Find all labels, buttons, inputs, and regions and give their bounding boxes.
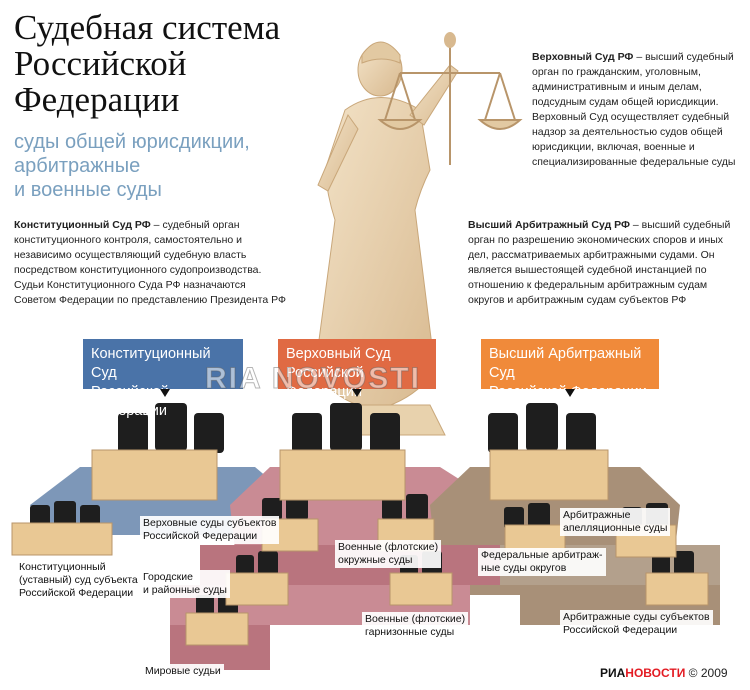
label-federal-arbitration-courts: Федеральные арбитраж- ные суды округов: [478, 548, 606, 576]
arbitration-court-term: Высший Арбитражный Суд РФ: [468, 219, 630, 231]
page-subtitle: суды общей юрисдикции, арбитражные и вое…: [14, 131, 250, 201]
label-military-garrison-courts: Военные (флотские) гарнизонные суды: [362, 612, 469, 640]
credit: РИАНОВОСТИ © 2009: [600, 666, 728, 680]
arbitration-court-text: – высший судебный орган по разрешению эк…: [468, 219, 731, 306]
credit-novosti: НОВОСТИ: [625, 666, 686, 680]
label-military-district-courts: Военные (флотские) окружные суды: [335, 540, 442, 568]
supreme-court-term: Верховный Суд РФ: [532, 51, 634, 63]
pointer-supreme: [352, 389, 362, 397]
constitutional-court-text: – судебный орган конституционного контро…: [14, 219, 286, 306]
supreme-court-text: – высший судебный орган по гражданским, …: [532, 51, 736, 168]
constitutional-court-description: Конституционный Суд РФ – судебный орган …: [14, 218, 289, 308]
pointer-constitutional: [160, 389, 170, 397]
constitutional-court-header: Конституционный Суд Российской Федерации: [83, 339, 243, 419]
page-title: Судебная система Российской Федерации: [14, 8, 281, 119]
label-magistrates: Мировые судьи: [142, 664, 224, 679]
supreme-court-header: Верховный Суд Российской Федерации: [278, 339, 436, 400]
pointer-arbitration: [565, 389, 575, 397]
arbitration-court-header: Высший Арбитражный Суд Российской Федера…: [481, 339, 659, 400]
supreme-court-description: Верховный Суд РФ – высший судебный орган…: [532, 50, 737, 170]
label-regional-arbitration-courts: Арбитражные суды субъектов Российской Фе…: [560, 610, 713, 638]
label-arbitration-appeal-courts: Арбитражные апелляционные суды: [560, 508, 671, 536]
credit-year: © 2009: [688, 666, 728, 680]
label-city-district-courts: Городские и районные суды: [140, 570, 230, 598]
watermark: RIA NOVOSTI: [205, 362, 421, 396]
label-regional-constitutional-court: Конституционный (уставный) суд субъекта …: [16, 560, 141, 601]
label-regional-supreme-courts: Верховные суды субъектов Российской Феде…: [140, 516, 280, 544]
constitutional-court-term: Конституционный Суд РФ: [14, 219, 151, 231]
arbitration-court-description: Высший Арбитражный Суд РФ – высший судеб…: [468, 218, 740, 308]
credit-ria: РИА: [600, 666, 626, 680]
